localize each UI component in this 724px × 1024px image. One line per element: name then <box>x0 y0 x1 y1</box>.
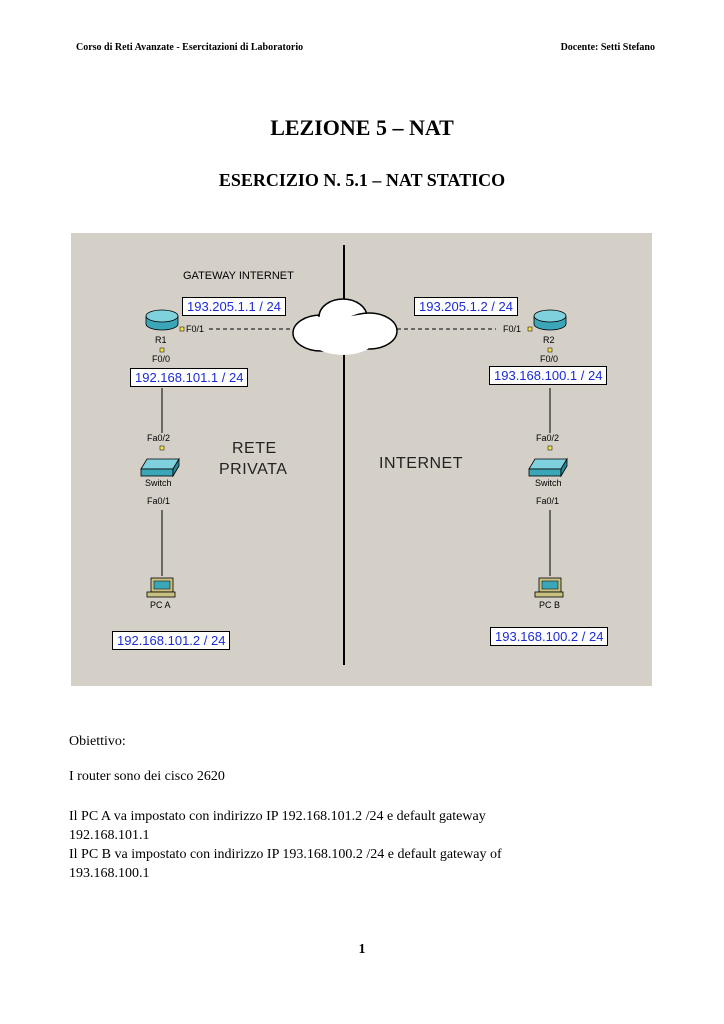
r2-lan-interface: F0/0 <box>540 354 559 364</box>
objective-heading: Obiettivo: <box>69 734 126 749</box>
pc-b-ip: 193.168.100.2 / 24 <box>490 627 609 646</box>
internet-label: INTERNET <box>379 455 463 472</box>
r1-wan-ip: 193.205.1.1 / 24 <box>182 297 286 316</box>
internet-cloud-icon <box>292 298 398 355</box>
switch-left-up-interface: Fa0/2 <box>147 433 171 443</box>
router-r2-icon <box>527 309 567 353</box>
header-course: Corso di Reti Avanzate - Esercitazioni d… <box>76 42 304 53</box>
pc-a-ip: 192.168.101.2 / 24 <box>112 631 231 650</box>
switch-right-up-interface: Fa0/2 <box>536 433 560 443</box>
pc-a-gateway-line: 192.168.101.1 <box>69 828 150 843</box>
switch-right-name: Switch <box>535 478 562 488</box>
router-model-line: I router sono dei cisco 2620 <box>69 769 225 784</box>
r1-lan-interface: F0/0 <box>152 354 171 364</box>
switch-right-icon <box>528 445 568 478</box>
router-r1-icon <box>145 309 185 353</box>
r1-name: R1 <box>155 335 167 345</box>
r1-wan-interface: F0/1 <box>186 324 205 334</box>
pc-a-name: PC A <box>150 600 171 610</box>
page-number: 1 <box>358 942 366 957</box>
pc-a-icon <box>146 577 176 598</box>
private-net-label-2: PRIVATA <box>219 461 288 478</box>
gateway-label: GATEWAY INTERNET <box>183 270 294 282</box>
r1-lan-ip: 192.168.101.1 / 24 <box>130 368 249 387</box>
pc-b-icon <box>534 577 564 598</box>
exercise-title: ESERCIZIO N. 5.1 – NAT STATICO <box>218 170 506 190</box>
header-teacher: Docente: Setti Stefano <box>560 42 655 53</box>
switch-left-name: Switch <box>145 478 172 488</box>
switch-right-down-interface: Fa0/1 <box>536 496 560 506</box>
r2-wan-ip: 193.205.1.2 / 24 <box>414 297 518 316</box>
pc-b-name: PC B <box>539 600 561 610</box>
network-diagram: GATEWAY INTERNET 193.205.1.1 / 24 193.20… <box>71 233 652 686</box>
page-title: LEZIONE 5 – NAT <box>270 115 454 140</box>
switch-left-down-interface: Fa0/1 <box>147 496 171 506</box>
r2-lan-ip: 193.168.100.1 / 24 <box>489 366 608 385</box>
pc-b-gateway-line: 193.168.100.1 <box>69 866 150 881</box>
pc-b-config-line: Il PC B va impostato con indirizzo IP 19… <box>69 847 502 862</box>
diagram-lines <box>140 245 568 665</box>
private-net-label-1: RETE <box>232 440 277 457</box>
switch-left-icon <box>140 445 180 478</box>
r2-wan-interface: F0/1 <box>503 324 522 334</box>
r2-name: R2 <box>543 335 555 345</box>
pc-a-config-line: Il PC A va impostato con indirizzo IP 19… <box>69 809 486 824</box>
